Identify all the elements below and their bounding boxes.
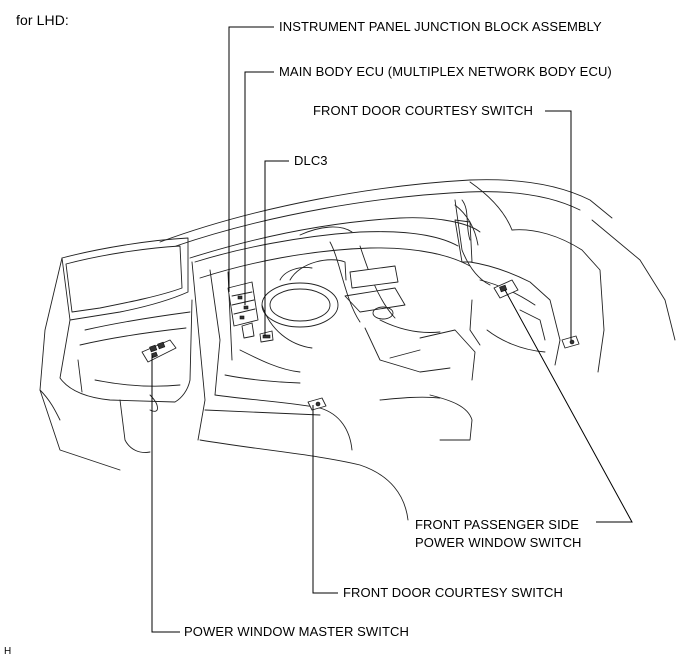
leader-power-window-master — [151, 355, 180, 633]
label-front-passenger-pw-switch-line2: POWER WINDOW SWITCH — [415, 535, 582, 550]
vehicle-illustration — [39, 179, 676, 521]
diagram-heading: for LHD: — [16, 12, 69, 28]
leader-dlc3 — [264, 160, 289, 336]
label-power-window-master-switch: POWER WINDOW MASTER SWITCH — [184, 624, 410, 639]
leader-front-door-courtesy-left — [312, 405, 338, 594]
label-instrument-panel-junction-block: INSTRUMENT PANEL JUNCTION BLOCK ASSEMBLY — [279, 19, 602, 34]
label-dlc3: DLC3 — [294, 153, 328, 168]
label-front-door-courtesy-switch-left: FRONT DOOR COURTESY SWITCH — [343, 585, 564, 600]
leader-main-body-ecu — [244, 71, 274, 305]
label-main-body-ecu: MAIN BODY ECU (MULTIPLEX NETWORK BODY EC… — [279, 64, 612, 79]
leader-front-passenger-pw — [504, 289, 633, 523]
leader-lines — [151, 26, 633, 633]
label-front-passenger-pw-switch-line1: FRONT PASSENGER SIDE — [415, 517, 580, 532]
figure-code: H — [4, 646, 12, 657]
label-front-door-courtesy-switch-right: FRONT DOOR COURTESY SWITCH — [313, 103, 534, 118]
leader-front-door-courtesy-right — [545, 110, 572, 340]
leader-instrument-panel-jb — [228, 26, 274, 292]
